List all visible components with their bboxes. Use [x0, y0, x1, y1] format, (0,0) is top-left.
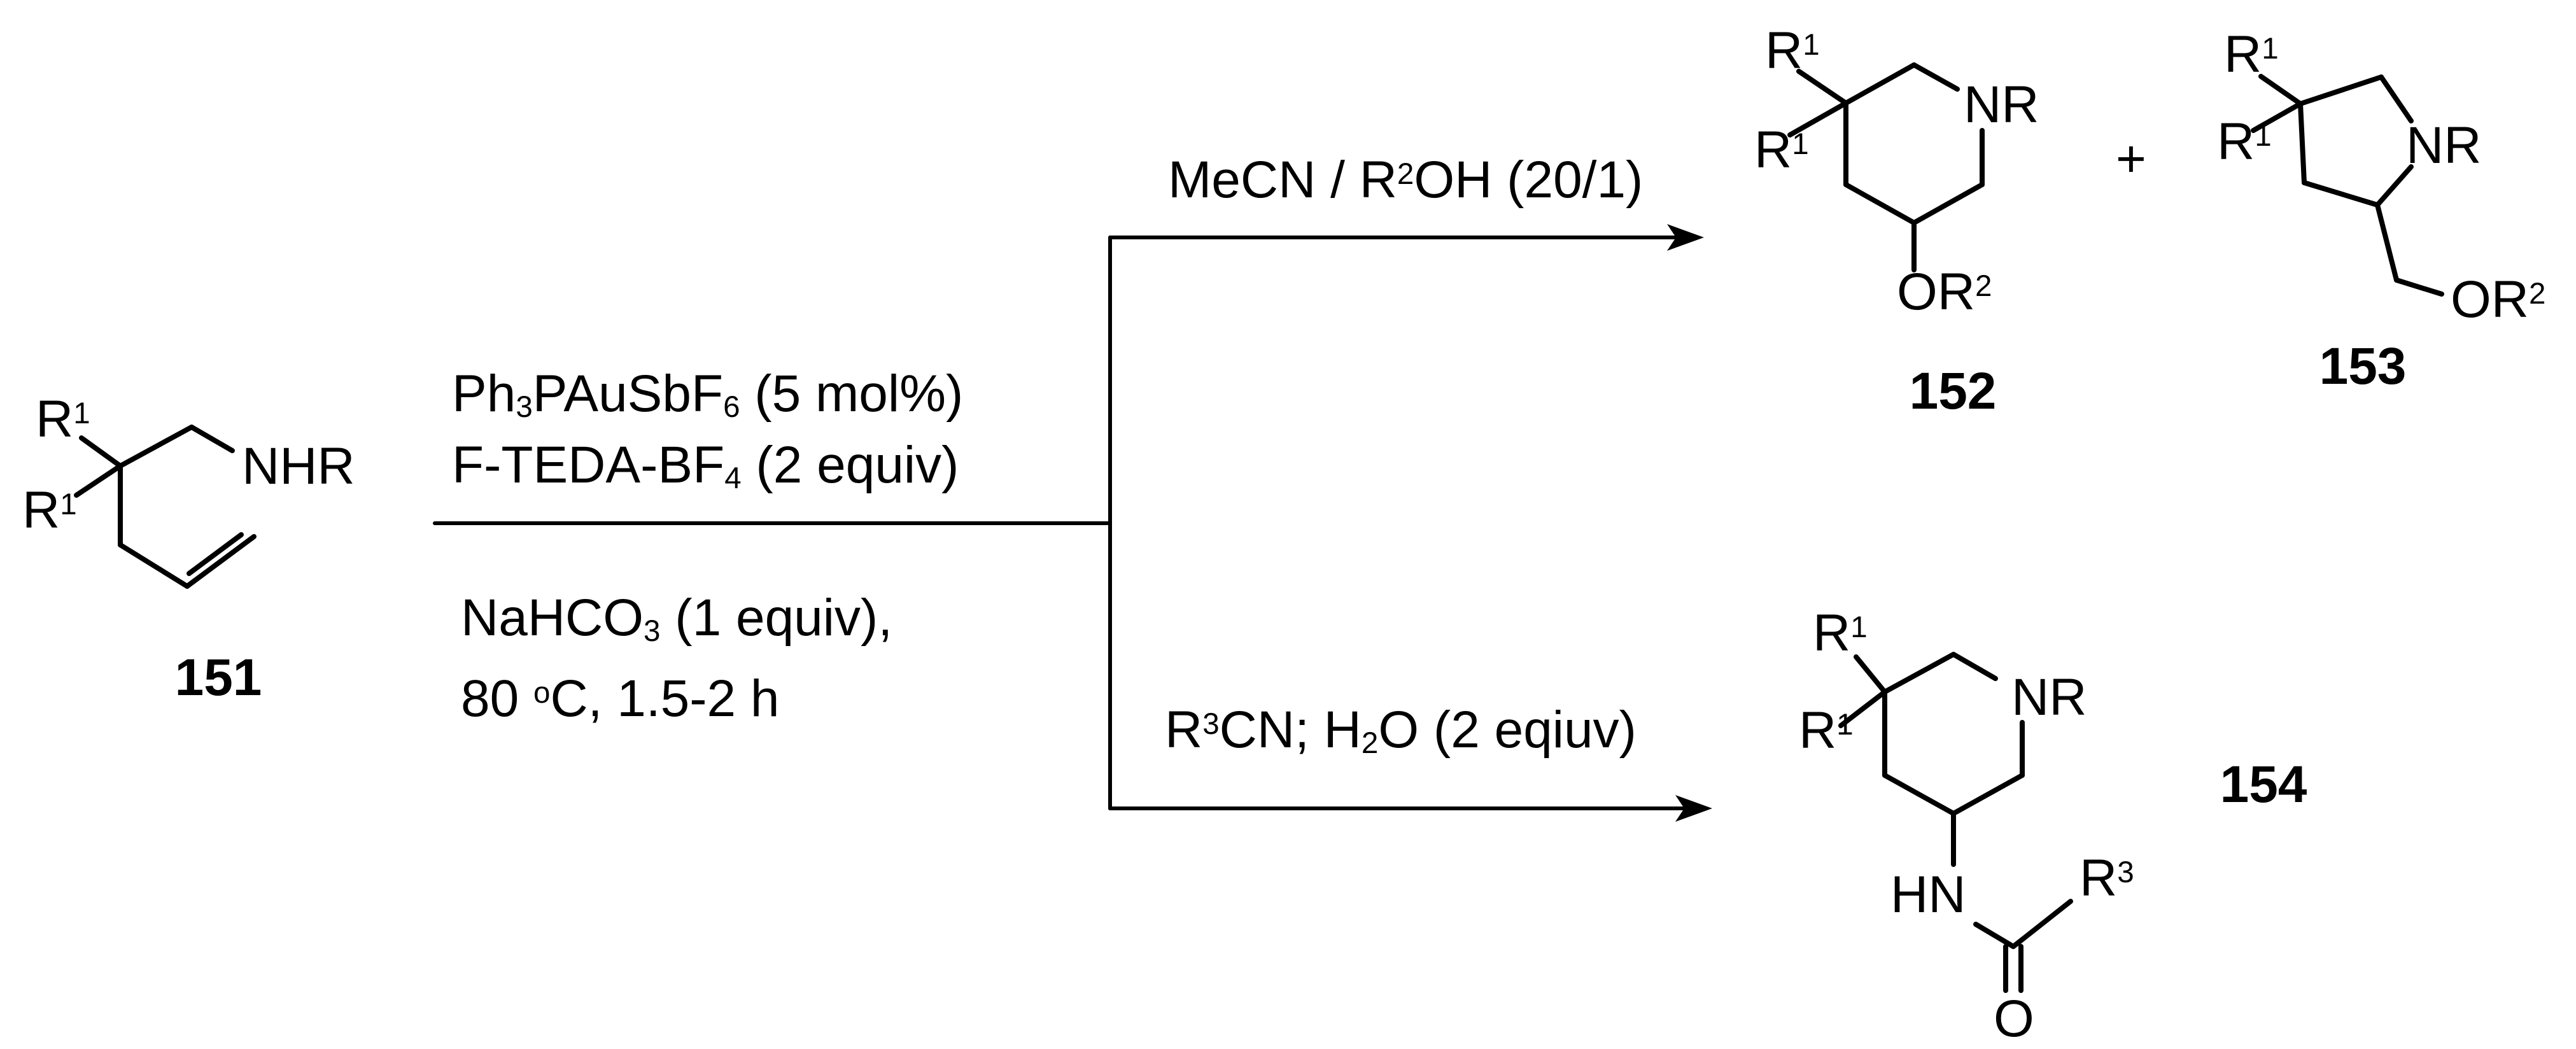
product154-r1-top-label: R1 [1813, 604, 1868, 662]
reactant-r1-bottom-label: R1 [22, 481, 77, 539]
reactant-r1-top-label: R1 [36, 390, 90, 448]
reaction-arrow-network [433, 224, 1712, 822]
reactant-151-skeleton [74, 425, 257, 589]
product152-or2-label: OR2 [1897, 263, 1992, 321]
product154-ring-n-label: NR [2011, 668, 2087, 726]
conditions-catalyst-line: Ph3PAuSbF6 (5 mol%) [452, 365, 964, 424]
bottom-branch-reagents-label: R3CN; H2O (2 eqiuv) [1165, 701, 1636, 760]
product-153-skeleton [2251, 74, 2444, 297]
product152-id-label: 152 [1909, 362, 1997, 420]
product-152-skeleton [1787, 62, 1985, 272]
product152-ring-n-label: NR [1964, 76, 2039, 134]
product152-r1-bottom-label: R1 [1754, 121, 1809, 179]
conditions-base-line: NaHCO3 (1 equiv), [461, 589, 893, 648]
reactant-id-label: 151 [174, 649, 262, 707]
top-arrowhead [1667, 224, 1704, 251]
product154-amide-nh-label: HN [1890, 866, 1966, 924]
product-154-skeleton [1838, 652, 2073, 993]
product153-id-label: 153 [2319, 337, 2407, 395]
conditions-temp-time-line: 80 oC, 1.5-2 h [461, 670, 780, 728]
reactant-amine-label: NHR [242, 437, 355, 495]
product154-carbonyl-o-label: O [1994, 990, 2034, 1048]
plus-sign: + [2116, 130, 2146, 188]
product153-or2-label: OR2 [2451, 271, 2546, 328]
conditions-oxidant-line: F-TEDA-BF4 (2 equiv) [452, 436, 959, 495]
product153-ring-n-label: NR [2406, 116, 2482, 174]
product154-amide-r3-label: R3 [2080, 849, 2134, 907]
top-branch-reagents-label: MeCN / R2OH (20/1) [1168, 151, 1643, 209]
product152-r1-top-label: R1 [1765, 22, 1820, 80]
product153-r1-top-label: R1 [2224, 25, 2279, 83]
bottom-arrowhead [1675, 795, 1712, 822]
product154-id-label: 154 [2220, 756, 2307, 813]
product154-r1-bottom-label: R1 [1799, 701, 1854, 759]
product153-r1-bottom-label: R1 [2217, 113, 2272, 171]
